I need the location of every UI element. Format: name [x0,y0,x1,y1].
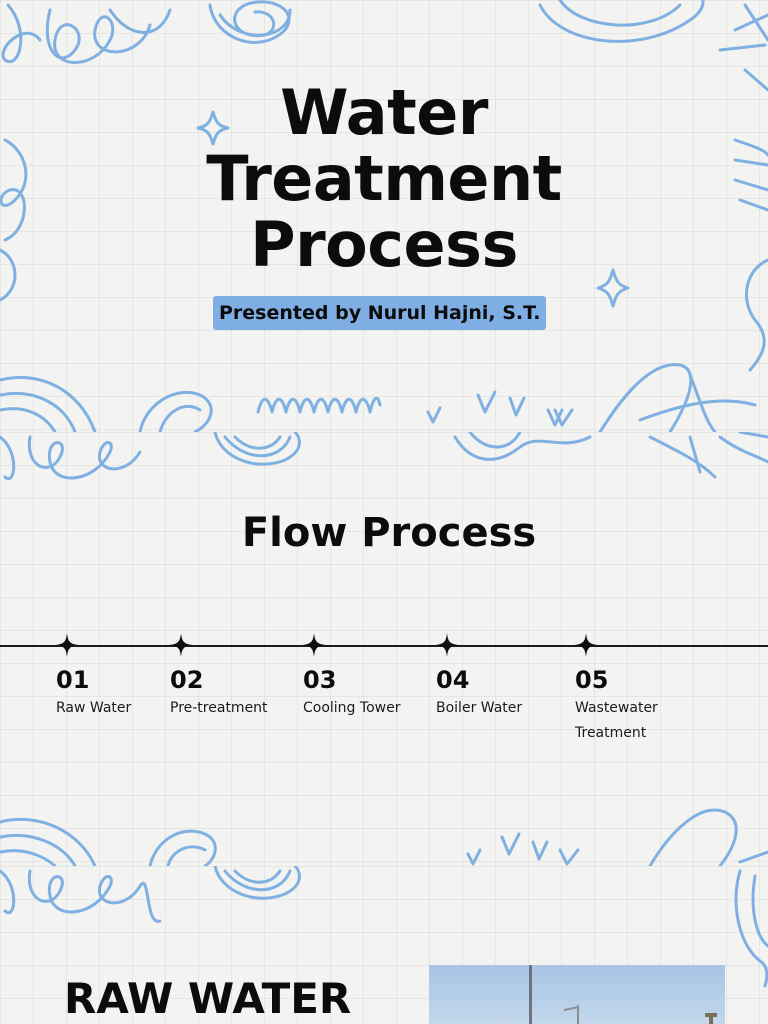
step-label: Cooling Tower [303,700,401,716]
timeline-line [0,645,768,647]
photo-illustration [529,965,717,1024]
cover-slide: Water Treatment Process Presented by Nur… [0,0,768,432]
industrial-site-photo [429,965,725,1024]
step-number: 04 [436,666,470,694]
presentation-title: Water Treatment Process [0,80,768,278]
step-label: Boiler Water [436,700,523,716]
star-icon [169,633,193,657]
star-icon [574,633,598,657]
star-icon [55,633,79,657]
presenter-badge: Presented by Nurul Hajni, S.T. [213,296,547,330]
step-number: 05 [575,666,609,694]
step-number: 01 [56,666,90,694]
doodle-decorations [0,0,768,432]
flow-heading: Flow Process [241,510,537,556]
step-label: Raw Water [56,700,132,716]
title-line-2: Treatment [206,142,562,215]
step-label: Pre-treatment [170,700,268,716]
flow-process-slide: Flow Process 01 Raw Water 02 Pre-treatme… [0,432,768,866]
raw-water-slide: RAW WATER [0,866,768,1024]
title-line-3: Process [250,208,518,281]
star-icon [302,633,326,657]
star-icon [435,633,459,657]
doodle-decorations [0,432,768,866]
step-label: Wastewater Treatment [575,700,658,741]
raw-water-heading: RAW WATER [64,974,352,1023]
step-number: 03 [303,666,337,694]
doodle-decorations [0,866,768,988]
title-line-1: Water [280,76,488,149]
step-number: 02 [170,666,204,694]
